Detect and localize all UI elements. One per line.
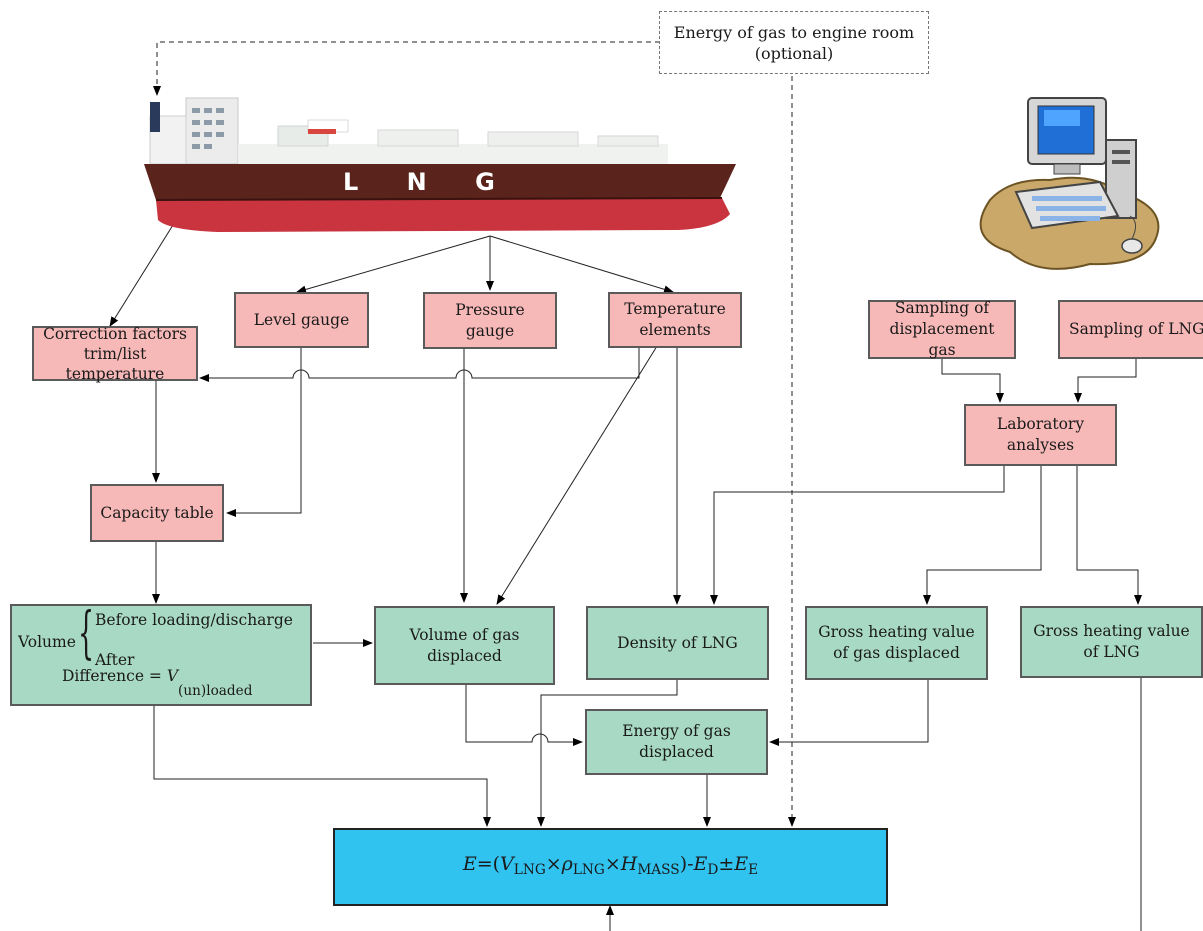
correction-factors-box: Correction factors trim/list temperature: [32, 325, 198, 383]
volume-brace: {: [78, 601, 95, 666]
level-gauge-box: Level gauge: [234, 292, 369, 348]
energy-formula-box: E=(VLNG×ρLNG×HMASS)-ED±EE: [333, 828, 888, 906]
after-label: After: [95, 651, 135, 669]
volume-calculation-box: Volume { Before loading/discharge After …: [10, 604, 312, 706]
pressure-gauge-box: Pressure gauge: [423, 292, 557, 349]
volume-gas-displaced-box: Volume of gas displaced: [374, 606, 555, 685]
temperature-elements-box: Temperature elements: [608, 292, 742, 348]
lng-ship-illustration: L N G: [144, 97, 736, 232]
dashed-line-engine-room: [153, 41, 660, 96]
difference-label: Difference = V(un)loaded: [62, 667, 253, 699]
density-lng-box: Density of LNG: [586, 606, 769, 680]
energy-engine-room-note: Energy of gas to engine room (optional): [659, 11, 929, 74]
laboratory-analyses-box: Laboratory analyses: [964, 404, 1117, 466]
ship-hull-lng-text: L N G: [343, 168, 515, 196]
ghv-gas-displaced-box: Gross heating value of gas displaced: [805, 606, 988, 680]
sampling-lng-box: Sampling of LNG: [1058, 300, 1203, 359]
energy-formula: E=(VLNG×ρLNG×HMASS)-ED±EE: [462, 852, 759, 878]
sampling-displacement-gas-box: Sampling of displacement gas: [868, 299, 1016, 359]
volume-label: Volume: [18, 633, 76, 651]
computer-illustration: [979, 97, 1160, 270]
ghv-lng-box: Gross heating value of LNG: [1020, 606, 1203, 678]
energy-gas-displaced-box: Energy of gas displaced: [585, 709, 768, 775]
capacity-table-box: Capacity table: [90, 484, 224, 542]
before-loading-label: Before loading/discharge: [95, 611, 293, 629]
